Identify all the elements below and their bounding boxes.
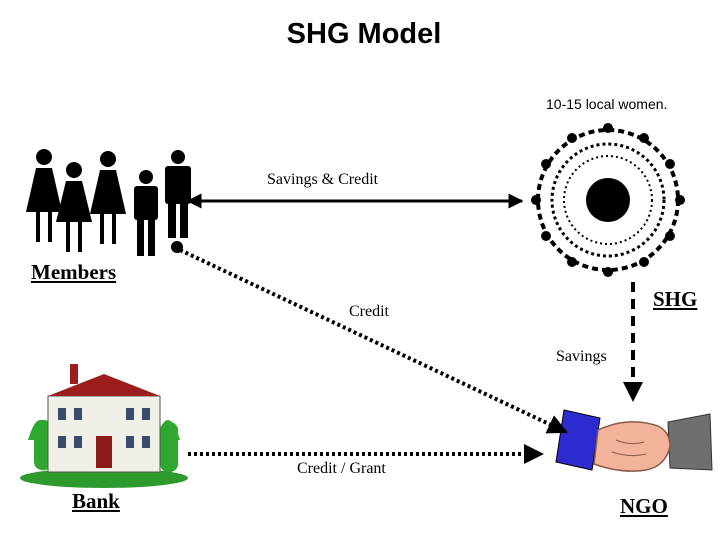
members-people-icon	[26, 149, 191, 256]
credit-label: Credit	[349, 303, 389, 320]
credit-arrow	[179, 248, 568, 434]
shg-label: SHG	[653, 287, 698, 311]
bank-label: Bank	[72, 489, 120, 513]
members-label: Members	[31, 260, 117, 284]
savings-label: Savings	[556, 348, 607, 365]
credit-grant-label: Credit / Grant	[297, 460, 386, 477]
bank-building-icon	[20, 364, 188, 488]
savings-credit-label: Savings & Credit	[267, 171, 379, 188]
page-title: SHG Model	[286, 18, 442, 50]
shg-size-note: 10-15 local women.	[546, 96, 668, 112]
ngo-label: NGO	[620, 494, 668, 518]
ngo-handshake-icon	[555, 409, 713, 472]
shg-circle-icon	[531, 123, 685, 277]
